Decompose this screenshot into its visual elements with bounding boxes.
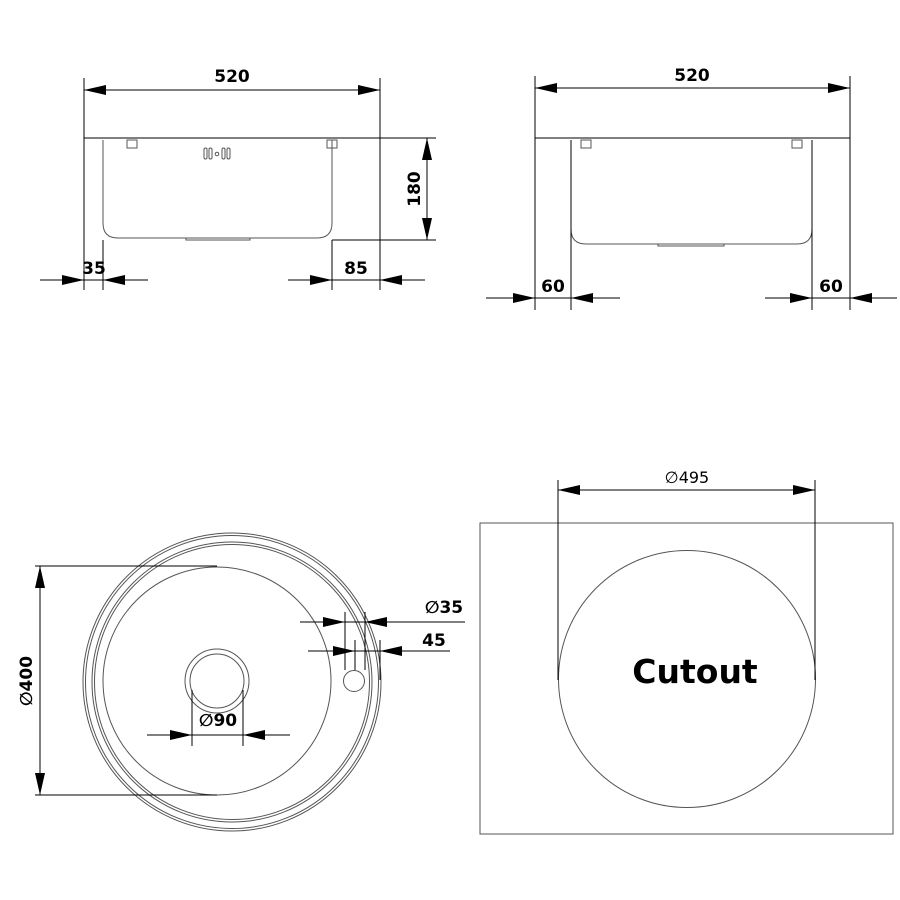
clip <box>580 139 592 149</box>
drain-bar <box>185 237 251 241</box>
drain-outer <box>184 648 250 714</box>
arrow-icon <box>323 617 345 627</box>
drain-inner <box>189 653 245 709</box>
arrow-icon <box>790 293 812 303</box>
arrow-icon <box>571 293 593 303</box>
arrow-icon <box>62 275 84 285</box>
front-width-label: 520 <box>214 67 250 87</box>
clip <box>326 139 338 149</box>
arrow-icon <box>35 566 45 588</box>
arrow-icon <box>333 646 355 656</box>
arrow-icon <box>422 218 432 240</box>
arrow-icon <box>422 138 432 160</box>
arrow-icon <box>365 617 387 627</box>
arrow-icon <box>535 83 557 93</box>
cutout-title: Cutout <box>632 652 758 691</box>
arrow-icon <box>793 485 815 495</box>
overflow-slots <box>203 147 231 160</box>
side-view: 520 60 60 <box>486 66 897 310</box>
tap-hole-diameter-label: ∅35 <box>425 598 463 618</box>
top-view: ∅400 ∅35 45 ∅90 <box>17 532 465 832</box>
arrow-icon <box>170 730 192 740</box>
arrow-icon <box>310 275 332 285</box>
arrow-icon <box>243 730 265 740</box>
drain-bar <box>657 243 725 247</box>
rim-outer <box>82 532 382 832</box>
front-bowl <box>102 140 333 239</box>
arrow-icon <box>380 275 402 285</box>
tap-hole <box>343 670 365 692</box>
front-left-offset-label: 35 <box>82 259 106 279</box>
side-right-offset-label: 60 <box>819 277 843 297</box>
arrow-icon <box>828 83 850 93</box>
side-width-label: 520 <box>674 66 710 86</box>
drain-diameter-label: ∅90 <box>199 711 237 731</box>
clip <box>126 139 138 149</box>
cutout-diameter-label: ∅495 <box>665 468 709 487</box>
tap-offset-label: 45 <box>422 631 446 651</box>
countertop <box>479 522 894 835</box>
arrow-icon <box>103 275 125 285</box>
arrow-icon <box>35 773 45 795</box>
clip <box>791 139 803 149</box>
top-diameter-label: ∅400 <box>17 656 37 706</box>
arrow-icon <box>84 85 106 95</box>
cutout-view: ∅495 Cutout <box>479 468 894 835</box>
arrow-icon <box>850 293 872 303</box>
arrow-icon <box>380 646 402 656</box>
arrow-icon <box>558 485 580 495</box>
side-left-offset-label: 60 <box>541 277 565 297</box>
bowl-circle <box>102 566 332 796</box>
front-right-offset-label: 85 <box>344 259 368 279</box>
front-view: 520 180 35 85 <box>40 67 436 290</box>
arrow-icon <box>513 293 535 303</box>
front-height-label: 180 <box>405 171 425 207</box>
arrow-icon <box>358 85 380 95</box>
side-bowl <box>570 140 813 245</box>
